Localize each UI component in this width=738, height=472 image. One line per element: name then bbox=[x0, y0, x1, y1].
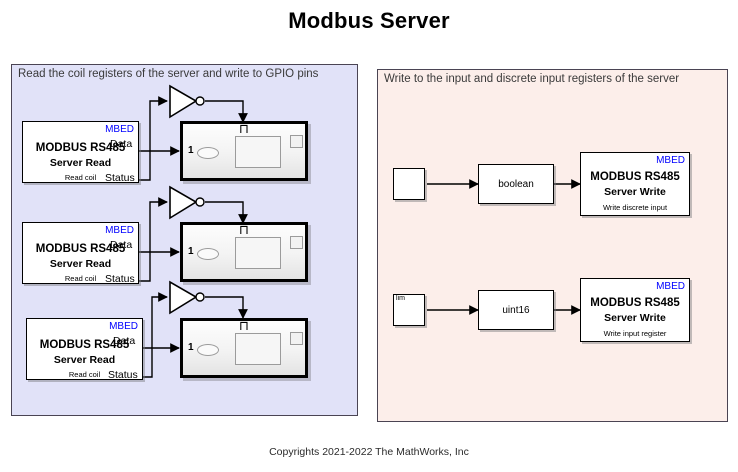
port-label-status-3: Status bbox=[108, 369, 138, 381]
right-panel-label: Write to the input and discrete input re… bbox=[384, 73, 680, 85]
uint16-converter-block[interactable]: uint16 bbox=[478, 290, 554, 330]
trigger-icon-1: ⊓ bbox=[238, 122, 250, 137]
uint16-converter-label: uint16 bbox=[502, 304, 530, 316]
right-annotation-panel[interactable]: Write to the input and discrete input re… bbox=[377, 69, 728, 422]
block-description-2: Read coil bbox=[64, 274, 97, 283]
page-title: Modbus Server bbox=[288, 8, 450, 33]
gpio-write-icon-3 bbox=[235, 333, 281, 365]
repeating-sequence-block[interactable]: lim bbox=[393, 294, 425, 326]
inport-number-2: 1 bbox=[188, 246, 194, 257]
copyright-text: Copyrights 2021-2022 The MathWorks, Inc bbox=[269, 446, 469, 458]
triggered-subsystem-2[interactable]: ⊓ 1 bbox=[180, 222, 308, 282]
terminator-icon-3 bbox=[290, 332, 303, 345]
inport-oval-icon-1 bbox=[197, 147, 219, 159]
write-block-subtitle-1: Server Write bbox=[604, 186, 666, 198]
inport-number-1: 1 bbox=[188, 145, 194, 156]
block-title-3: MODBUS RS485 bbox=[39, 339, 130, 351]
gpio-write-icon-2 bbox=[235, 237, 281, 269]
block-subtitle-3: Server Read bbox=[53, 354, 116, 366]
left-panel-label: Read the coil registers of the server an… bbox=[18, 68, 319, 80]
boolean-converter-label: boolean bbox=[498, 178, 534, 190]
write-block-description-2: Write input register bbox=[603, 329, 667, 338]
inport-oval-icon-2 bbox=[197, 248, 219, 260]
block-description-1: Read coil bbox=[64, 173, 97, 182]
triggered-subsystem-1[interactable]: ⊓ 1 bbox=[180, 121, 308, 181]
modbus-server-read-block-3[interactable]: MBED MODBUS RS485 Server Read Read coil bbox=[26, 318, 143, 380]
trigger-icon-3: ⊓ bbox=[238, 319, 250, 334]
mbed-tag-3: MBED bbox=[109, 321, 138, 332]
block-title-1: MODBUS RS485 bbox=[35, 142, 126, 154]
port-label-data-1: Data bbox=[110, 138, 133, 150]
repeating-sequence-label: lim bbox=[396, 295, 405, 302]
modbus-server-read-block-2[interactable]: MBED MODBUS RS485 Server Read Read coil bbox=[22, 222, 139, 284]
mbed-tag-write-2: MBED bbox=[656, 281, 685, 292]
modbus-server-write-block-1[interactable]: MBED MODBUS RS485 Server Write Write dis… bbox=[580, 152, 690, 216]
write-block-subtitle-2: Server Write bbox=[604, 312, 666, 324]
gpio-write-icon-1 bbox=[235, 136, 281, 168]
terminator-icon-2 bbox=[290, 236, 303, 249]
write-block-title-2: MODBUS RS485 bbox=[590, 297, 680, 309]
modbus-server-write-block-2[interactable]: MBED MODBUS RS485 Server Write Write inp… bbox=[580, 278, 690, 342]
modbus-server-read-block-1[interactable]: MBED MODBUS RS485 Server Read Read coil bbox=[22, 121, 139, 183]
block-subtitle-2: Server Read bbox=[49, 258, 112, 270]
trigger-icon-2: ⊓ bbox=[238, 223, 250, 238]
mbed-tag-2: MBED bbox=[105, 225, 134, 236]
block-subtitle-1: Server Read bbox=[49, 157, 112, 169]
port-label-status-2: Status bbox=[105, 273, 135, 285]
boolean-converter-block[interactable]: boolean bbox=[478, 164, 554, 204]
port-label-status-1: Status bbox=[105, 172, 135, 184]
port-label-data-3: Data bbox=[113, 335, 136, 347]
mbed-tag-write-1: MBED bbox=[656, 155, 685, 166]
write-block-title-1: MODBUS RS485 bbox=[590, 171, 680, 183]
triggered-subsystem-3[interactable]: ⊓ 1 bbox=[180, 318, 308, 378]
block-title-2: MODBUS RS485 bbox=[35, 243, 126, 255]
port-label-data-2: Data bbox=[110, 239, 133, 251]
inport-oval-icon-3 bbox=[197, 344, 219, 356]
mbed-tag-1: MBED bbox=[105, 124, 134, 135]
terminator-icon-1 bbox=[290, 135, 303, 148]
block-description-3: Read coil bbox=[68, 370, 101, 379]
write-block-description-1: Write discrete input bbox=[602, 203, 668, 212]
pulse-generator-block[interactable] bbox=[393, 168, 425, 200]
inport-number-3: 1 bbox=[188, 342, 194, 353]
